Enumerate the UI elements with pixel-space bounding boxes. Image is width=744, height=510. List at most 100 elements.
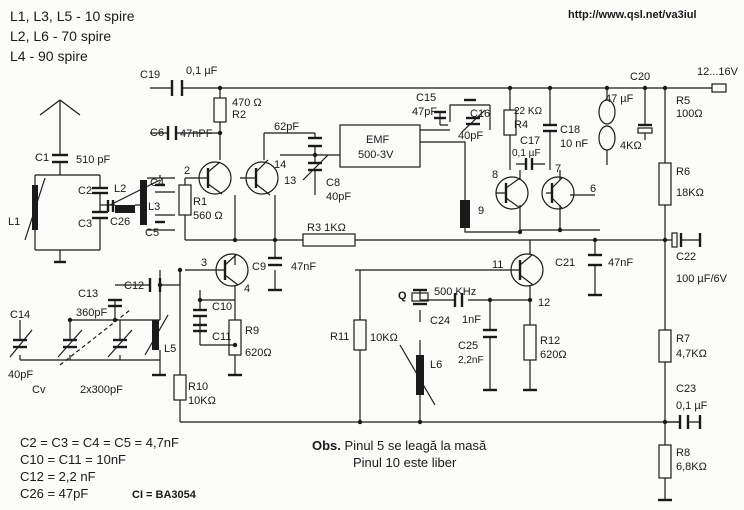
label-c6: C6 xyxy=(150,127,164,139)
pin-3: 3 xyxy=(201,257,207,269)
label-r8v: 6,8KΩ xyxy=(676,461,707,473)
capacitor-c14-cv xyxy=(9,309,133,366)
coil-notes: L1, L3, L5 - 10 spire L2, L6 - 70 spire … xyxy=(10,6,135,66)
label-c15v: 47pF xyxy=(412,106,437,118)
label-c17v: 0,1 µF xyxy=(512,148,541,159)
value-notes: C2 = C3 = C4 = C5 = 4,7nF C10 = C11 = 10… xyxy=(20,434,179,502)
label-c24: C24 xyxy=(430,315,450,327)
label-c5: C5 xyxy=(145,227,159,239)
pin-2: 2 xyxy=(184,165,190,177)
label-c25: C25 xyxy=(458,340,478,352)
resistor-r12 xyxy=(523,324,537,361)
label-c16v: 40pF xyxy=(458,130,483,142)
label-r6: R6 xyxy=(676,166,690,178)
label-r10v: 10KΩ xyxy=(188,395,216,407)
obs-title: Obs. xyxy=(312,438,341,453)
label-c20v: 47 µF xyxy=(605,93,634,105)
label-spk: 4KΩ xyxy=(620,140,642,152)
coil-note: L1, L3, L5 - 10 spire xyxy=(10,8,135,24)
label-c6v: 47nPF xyxy=(180,128,213,140)
capacitor-62pf xyxy=(308,136,322,148)
capacitor-c15 xyxy=(434,110,446,120)
label-c1: C1 xyxy=(35,152,49,164)
value-note: C12 = 2,2 nF xyxy=(20,469,96,484)
label-c4: C4 xyxy=(150,177,164,189)
label-c14: C14 xyxy=(10,309,30,321)
antenna-icon xyxy=(39,99,81,140)
pin-6: 6 xyxy=(590,183,596,195)
label-l5: L5 xyxy=(164,343,176,355)
vcc-terminal xyxy=(711,83,727,93)
earphone-icon xyxy=(598,99,616,151)
value-note: C10 = C11 = 10nF xyxy=(20,452,126,467)
label-r1: R1 xyxy=(193,196,207,208)
pin-12: 12 xyxy=(538,297,550,309)
capacitor-c13 xyxy=(108,298,122,308)
label-cvv: 2x300pF xyxy=(80,384,123,396)
capacitor-c23 xyxy=(678,415,702,429)
label-c21: C21 xyxy=(555,257,575,269)
label-c22v: 100 µF/6V xyxy=(676,273,728,285)
label-emf1: EMF xyxy=(366,134,390,146)
capacitor-c1 xyxy=(35,140,100,176)
capacitor-c6 xyxy=(166,126,178,140)
resistor-r8 xyxy=(658,444,672,479)
pin9-block xyxy=(460,200,470,228)
emf-filter xyxy=(339,124,421,168)
label-r12: R12 xyxy=(540,335,560,347)
label-c15: C15 xyxy=(416,92,436,104)
inductor-l1 xyxy=(24,175,100,264)
label-q: Q xyxy=(398,290,407,302)
label-r9v: 620Ω xyxy=(245,347,272,359)
label-r2: R2 xyxy=(232,109,246,121)
capacitor-c4-c5 xyxy=(155,183,165,224)
label-l2: L2 xyxy=(114,183,126,195)
resistor-r3 xyxy=(302,233,356,247)
label-r7v: 4,7KΩ xyxy=(676,348,707,360)
label-c20: C20 xyxy=(630,71,650,83)
capacitor-c16 xyxy=(461,98,486,133)
capacitor-c8 xyxy=(302,154,329,185)
coil-note: L4 - 90 spire xyxy=(10,48,88,64)
label-l3: L3 xyxy=(148,201,160,213)
transistor-pin11 xyxy=(510,253,544,287)
coupling-c26-l2-l3 xyxy=(106,175,175,231)
transistor-pin7 xyxy=(541,176,575,210)
resistor-r4 xyxy=(503,109,517,136)
label-r1v: 560 Ω xyxy=(193,210,223,222)
coil-note: L2, L6 - 70 spire xyxy=(10,28,112,44)
capacitor-c21 xyxy=(588,253,602,297)
label-c9v: 47nF xyxy=(291,261,316,273)
label-c8: C8 xyxy=(326,177,340,189)
label-qv: 500 KHz xyxy=(434,286,476,298)
label-r6v: 18KΩ xyxy=(676,187,704,199)
label-r8: R8 xyxy=(676,447,690,459)
pin-4: 4 xyxy=(244,283,250,295)
label-c13v: 360pF xyxy=(76,307,107,319)
value-note: C26 = 47pF xyxy=(20,486,89,501)
label-cv: Cv xyxy=(32,384,46,396)
label-c13: C13 xyxy=(78,288,98,300)
label-r12v: 620Ω xyxy=(540,349,567,361)
capacitor-c24 xyxy=(453,293,464,307)
label-r7: R7 xyxy=(676,333,690,345)
label-c10: C10 xyxy=(212,301,232,313)
capacitor-c19 xyxy=(170,80,184,96)
label-r2v: 470 Ω xyxy=(232,97,262,109)
label-c62: 62pF xyxy=(274,121,299,133)
resistor-r1 xyxy=(178,177,200,240)
obs-line2: Pinul 10 este liber xyxy=(353,455,457,470)
pin-labels: 2 14 13 3 4 8 7 6 9 11 12 xyxy=(184,159,596,309)
resistor-r11 xyxy=(353,319,367,351)
label-emf2: 500-3V xyxy=(358,149,394,161)
label-c21v: 47nF xyxy=(608,257,633,269)
crystal-q xyxy=(411,288,429,306)
capacitor-c20 xyxy=(637,123,653,140)
ic-note: CI = BA3054 xyxy=(132,489,196,501)
resistor-r9 xyxy=(228,319,242,356)
resistor-r7 xyxy=(658,329,672,363)
label-c1v: 510 pF xyxy=(76,154,111,166)
resistor-r6 xyxy=(658,162,672,206)
